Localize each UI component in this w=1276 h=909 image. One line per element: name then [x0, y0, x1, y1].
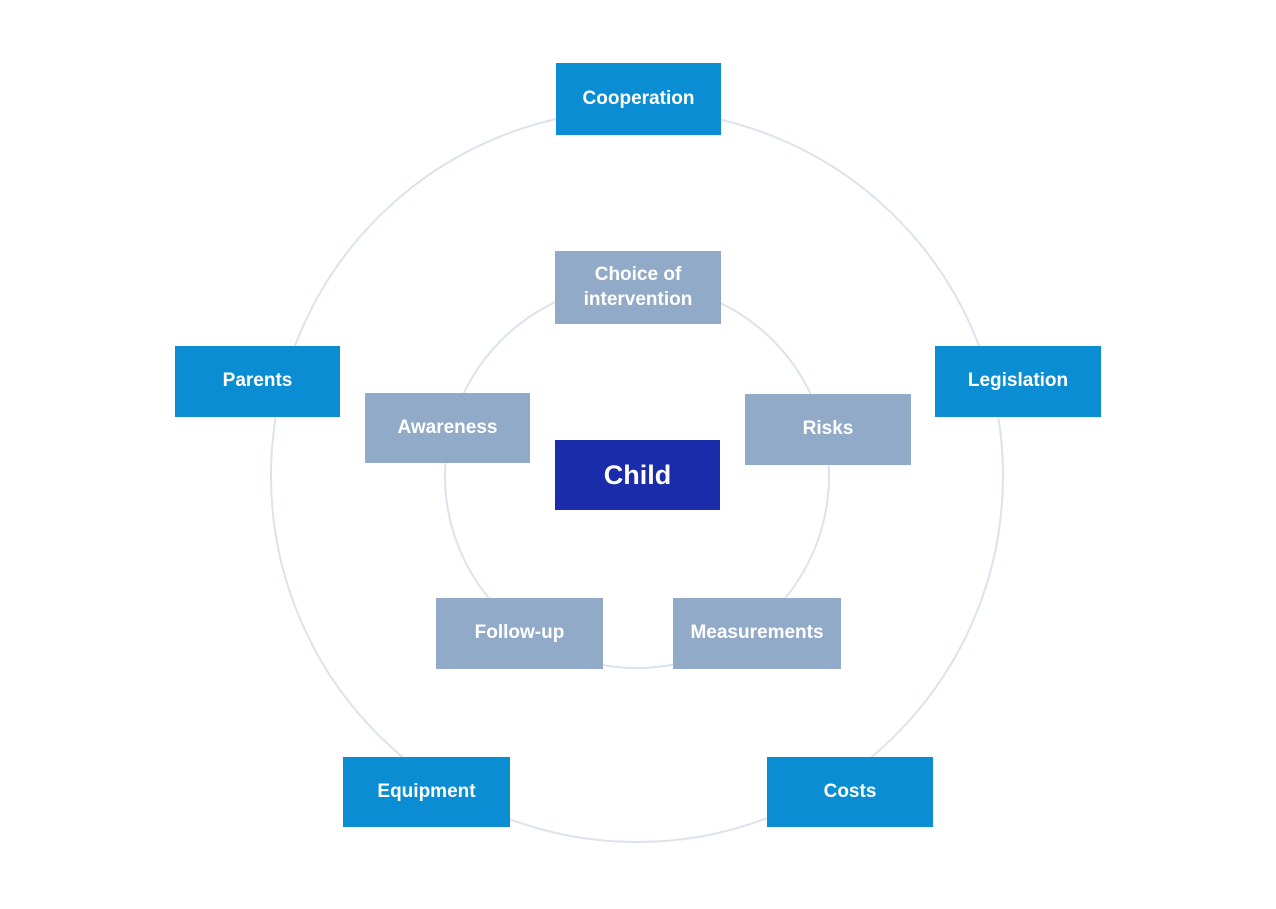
node-label: Follow-up: [474, 622, 565, 644]
node-cooperation: Cooperation: [556, 63, 721, 135]
node-risks: Risks: [745, 394, 911, 465]
node-label: Child: [603, 459, 672, 490]
node-label: Cooperation: [582, 87, 695, 109]
node-label: Measurements: [690, 622, 824, 644]
node-equipment: Equipment: [343, 757, 510, 827]
node-label: Choice of intervention: [583, 264, 693, 310]
node-child: Child: [555, 440, 720, 510]
node-label: Legislation: [967, 370, 1069, 392]
node-parents: Parents: [175, 346, 340, 417]
node-awareness: Awareness: [365, 393, 530, 463]
node-measurements: Measurements: [673, 598, 841, 669]
node-costs: Costs: [767, 757, 933, 827]
node-label: Risks: [802, 418, 854, 440]
node-choice-of-intervention: Choice of intervention: [555, 251, 721, 324]
node-label: Awareness: [397, 416, 498, 438]
node-label: Parents: [222, 370, 293, 392]
node-label: Equipment: [377, 780, 476, 802]
node-follow-up: Follow-up: [436, 598, 603, 669]
node-label: Costs: [823, 780, 877, 802]
node-legislation: Legislation: [935, 346, 1101, 417]
